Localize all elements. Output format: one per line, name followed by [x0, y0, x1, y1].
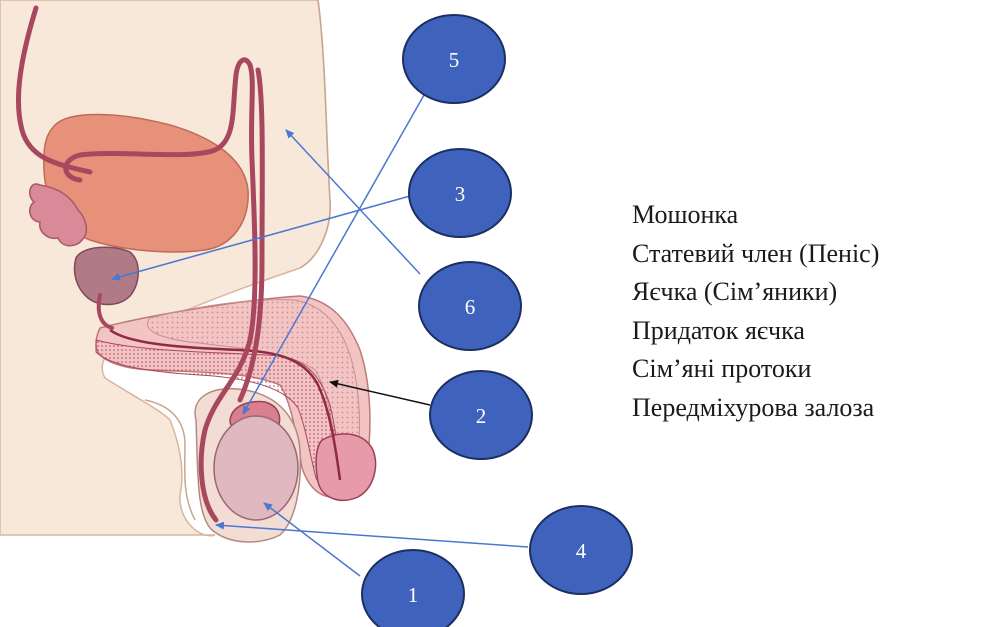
glans: [316, 434, 375, 500]
term-item: Мошонка: [632, 196, 879, 235]
term-list: Мошонка Статевий член (Пеніс) Яєчка (Сім…: [632, 196, 879, 427]
marker-6: 6: [419, 262, 521, 350]
marker-4-label: 4: [576, 539, 587, 563]
term-item: Яєчка (Сім’яники): [632, 273, 879, 312]
term-item: Статевий член (Пеніс): [632, 235, 879, 274]
term-item: Сім’яні протоки: [632, 350, 879, 389]
marker-3-label: 3: [455, 182, 466, 206]
marker-5-label: 5: [449, 48, 460, 72]
term-item: Придаток яєчка: [632, 312, 879, 351]
marker-5: 5: [403, 15, 505, 103]
testis: [214, 416, 298, 520]
pointer-1: [264, 503, 360, 576]
marker-2: 2: [430, 371, 532, 459]
marker-3: 3: [409, 149, 511, 237]
marker-1-label: 1: [408, 583, 419, 607]
term-item: Передміхурова залоза: [632, 389, 879, 428]
marker-6-label: 6: [465, 295, 476, 319]
marker-4: 4: [530, 506, 632, 594]
marker-1: 1: [362, 550, 464, 627]
marker-2-label: 2: [476, 404, 487, 428]
